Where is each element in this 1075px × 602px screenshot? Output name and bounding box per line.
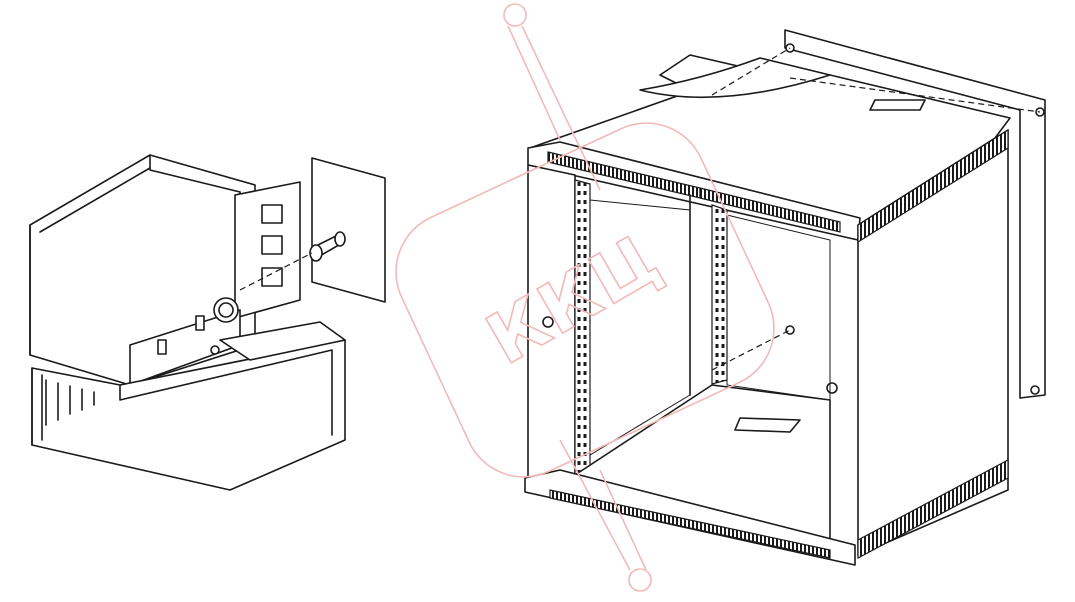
watermark-circle-bottom-icon [628,568,652,592]
flange-slot-3 [261,267,283,287]
wall-anchor-icon [309,231,346,262]
wall-bracket-detail [29,154,386,491]
rack-rail-right [711,204,728,385]
watermark-circle-top-icon [503,3,527,27]
wall-mount-cabinet [524,29,1046,566]
wall-plate [311,157,386,303]
top-cable-cutout [869,99,926,111]
cabinet-wall-plate [784,29,1046,399]
flange-slot-1 [261,204,283,224]
flange-slot-2 [261,235,283,255]
watermark-frame [395,122,775,478]
vent-slots [45,379,95,426]
floor-cable-cutout [734,417,801,433]
